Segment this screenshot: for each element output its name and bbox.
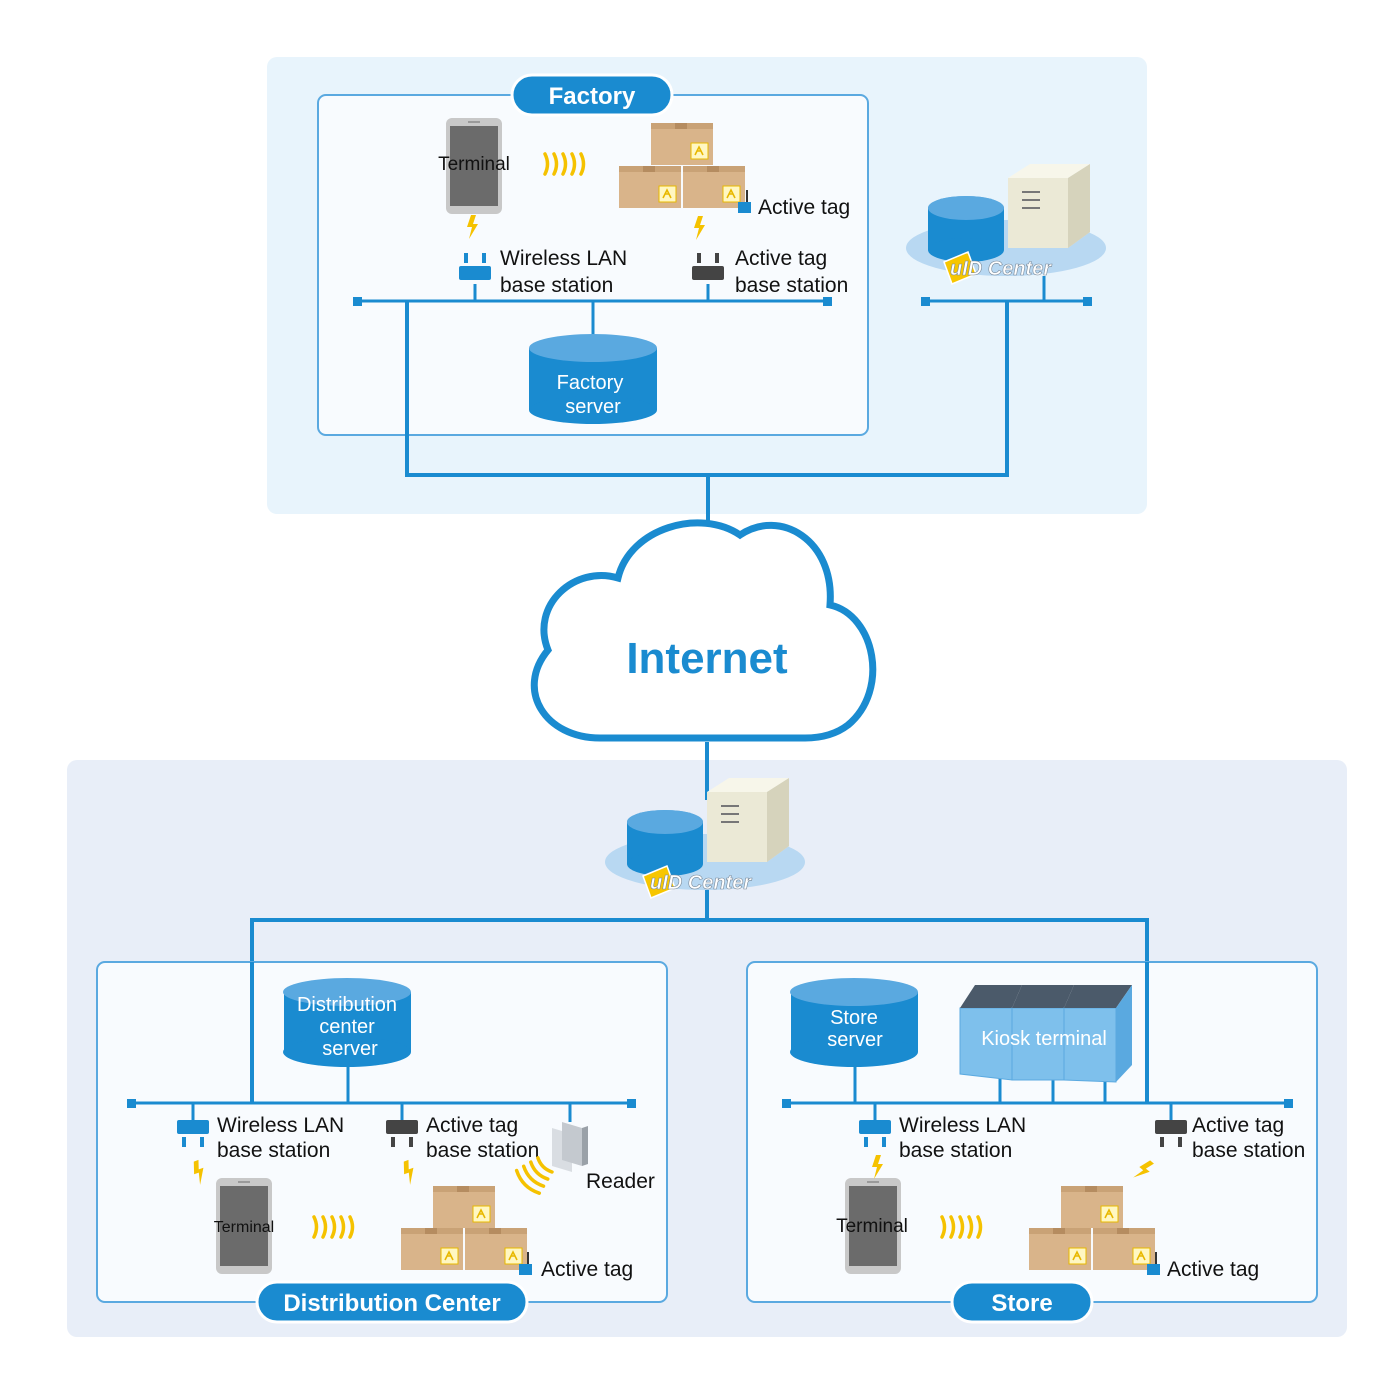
- distribution-network-lines: [127, 962, 636, 1122]
- distribution-tag-station-label-1: Active tag: [426, 1114, 518, 1137]
- central-uid-center-label: uID Center: [650, 872, 752, 894]
- factory-active-tag-icon: [738, 202, 751, 213]
- store-server-label-2: server: [827, 1029, 883, 1051]
- distribution-reader-waves-icon: [514, 1156, 554, 1195]
- factory-tagged-boxes: [618, 122, 751, 213]
- store-terminal-label: Terminal: [836, 1216, 908, 1237]
- store-kiosk-terminals: Kiosk terminal: [959, 985, 1132, 1083]
- factory-title-pill: Factory: [510, 73, 674, 117]
- internet-label: Internet: [626, 634, 788, 683]
- factory-uid-center-label: uID Center: [950, 258, 1052, 280]
- store-tagged-boxes: [1028, 1185, 1160, 1275]
- factory-server-label-2: server: [565, 396, 621, 418]
- store-active-tag-icon: [1147, 1264, 1160, 1275]
- store-wlan-label-2: base station: [899, 1139, 1012, 1162]
- distribution-terminal: Terminal: [214, 1178, 274, 1274]
- distribution-title-pill: Distribution Center: [255, 1280, 529, 1324]
- store-terminal: Terminal: [836, 1178, 908, 1274]
- factory-terminal-label: Terminal: [438, 154, 510, 175]
- distribution-server-label-2: center: [319, 1016, 375, 1038]
- store-title: Store: [991, 1290, 1052, 1317]
- distribution-terminal-label: Terminal: [214, 1219, 274, 1236]
- distribution-reader-label: Reader: [586, 1170, 655, 1193]
- distribution-tagged-boxes: [400, 1185, 532, 1275]
- factory-title: Factory: [549, 83, 636, 110]
- distribution-title: Distribution Center: [283, 1290, 500, 1317]
- distribution-active-tag-label: Active tag: [541, 1258, 633, 1281]
- factory-server-label-1: Factory: [557, 372, 624, 394]
- distribution-active-tag-icon: [519, 1264, 532, 1275]
- factory-server: Factory server: [529, 334, 657, 424]
- store-kiosk-label: Kiosk terminal: [981, 1028, 1107, 1050]
- factory-tag-station-label-1: Active tag: [735, 247, 827, 270]
- central-uid-center: uID Center: [604, 777, 806, 899]
- factory-wlan-label-1: Wireless LAN: [500, 247, 627, 270]
- distribution-server-label-3: server: [322, 1038, 378, 1060]
- distribution-wlan-label-1: Wireless LAN: [217, 1114, 344, 1137]
- store-network-lines: [782, 962, 1293, 1120]
- distribution-reader: [552, 1122, 588, 1172]
- distribution-server-label-1: Distribution: [297, 994, 397, 1016]
- internet-cloud: Internet: [530, 519, 877, 742]
- store-server-label-1: Store: [830, 1007, 878, 1029]
- store-tag-station-label-2: base station: [1192, 1139, 1305, 1162]
- store-wlan-label-1: Wireless LAN: [899, 1114, 1026, 1137]
- store-server: Store server: [790, 978, 918, 1067]
- factory-uid-center: uID Center: [905, 163, 1107, 285]
- distribution-wlan-label-2: base station: [217, 1139, 330, 1162]
- factory-terminal: Terminal: [438, 118, 510, 214]
- factory-active-tag-label: Active tag: [758, 196, 850, 219]
- store-tag-station-label-1: Active tag: [1192, 1114, 1284, 1137]
- store-active-tag-label: Active tag: [1167, 1258, 1259, 1281]
- factory-tag-station-label-2: base station: [735, 274, 848, 297]
- store-title-pill: Store: [950, 1280, 1094, 1324]
- distribution-server: Distribution center server: [283, 978, 411, 1067]
- distribution-tag-station-label-2: base station: [426, 1139, 539, 1162]
- factory-wlan-label-2: base station: [500, 274, 613, 297]
